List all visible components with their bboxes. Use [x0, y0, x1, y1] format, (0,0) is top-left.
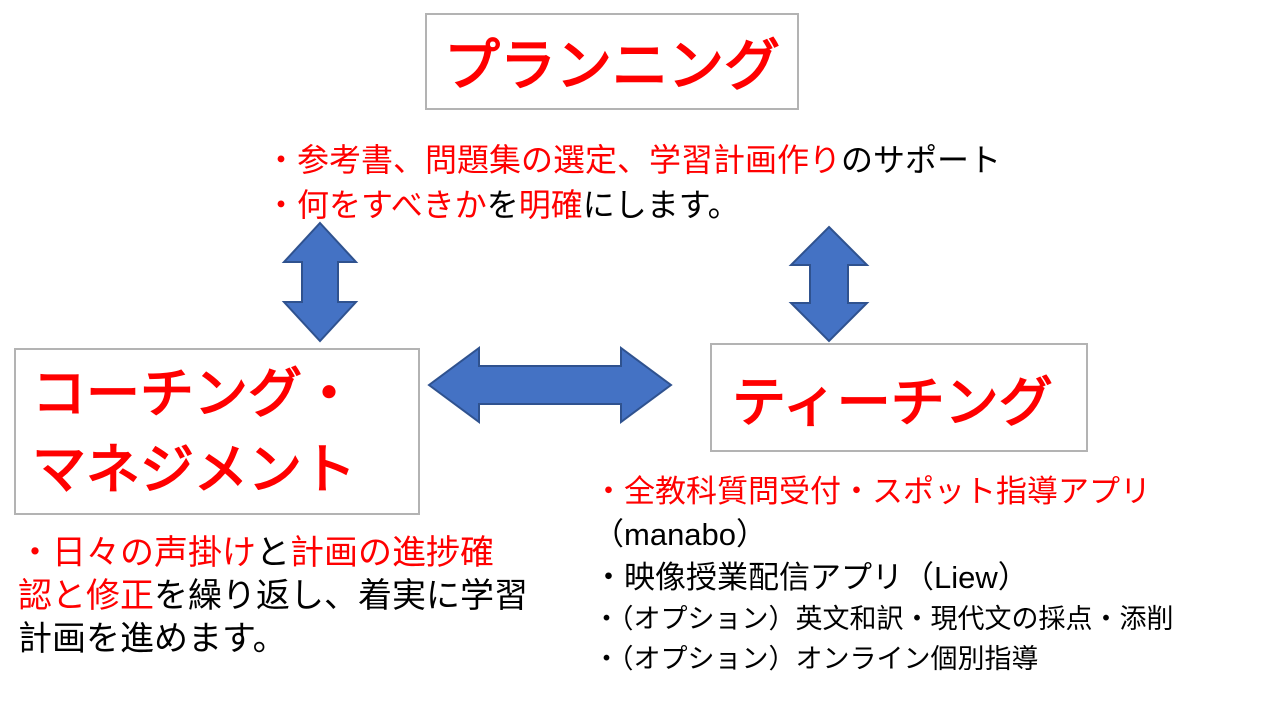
planning-description-line1: ・参考書、問題集の選定、学習計画作りのサポート	[265, 138, 1001, 183]
planning-desc-line2-red2: 明確	[518, 187, 583, 223]
coaching-desc-line2-black: を繰り返し、着実に学習	[154, 577, 528, 615]
planning-box-title: プランニング	[444, 34, 780, 97]
teaching-box: ティーチング	[710, 343, 1088, 452]
planning-box: プランニング	[425, 13, 799, 110]
coaching-desc-line3-black: 計画を進めます。	[18, 620, 287, 658]
teaching-description-line5: ・（オプション）オンライン個別指導	[593, 644, 1039, 674]
planning-description-line2: ・何をすべきかを明確にします。	[265, 183, 1001, 228]
coaching-description: ・日々の声掛けと計画の進捗確 認と修正を繰り返し、着実に学習 計画を進めます。	[18, 532, 528, 661]
coaching-description-line2: 認と修正を繰り返し、着実に学習	[18, 575, 528, 618]
planning-desc-line2-red1: ・何をすべきか	[265, 187, 487, 223]
coaching-description-line3: 計画を進めます。	[18, 618, 528, 661]
coaching-desc-line2-red: 認と修正	[18, 577, 154, 615]
planning-desc-line1-red: ・参考書、問題集の選定、学習計画作り	[265, 142, 842, 178]
coaching-box-title-line2: マネジメント	[32, 440, 356, 500]
planning-description: ・参考書、問題集の選定、学習計画作りのサポート ・何をすべきかを明確にします。	[265, 138, 1001, 228]
teaching-description-line3: ・映像授業配信アプリ（Liew）	[593, 560, 1029, 595]
double-arrow-vertical-left-icon	[281, 221, 359, 343]
coaching-desc-line1-black: と	[256, 534, 290, 572]
teaching-description-line4: ・（オプション）英文和訳・現代文の採点・添削	[593, 604, 1174, 634]
coaching-box-title-line1: コーチング・	[32, 364, 356, 424]
teaching-description-line2: （manabo）	[593, 517, 768, 552]
teaching-box-title: ティーチング	[732, 373, 1053, 433]
coaching-management-box: コーチング・ マネジメント	[14, 348, 420, 515]
coaching-desc-line1-red2: 計画の進捗確	[290, 534, 494, 572]
planning-desc-line2-black1: を	[486, 187, 519, 223]
coaching-desc-line1-red1: ・日々の声掛け	[18, 534, 256, 572]
coaching-description-line1: ・日々の声掛けと計画の進捗確	[18, 532, 528, 575]
double-arrow-horizontal-icon	[427, 346, 673, 424]
planning-desc-line2-black2: にします。	[582, 187, 740, 223]
double-arrow-vertical-right-icon	[788, 225, 870, 343]
teaching-description-line1: ・全教科質問受付・スポット指導アプリ	[593, 474, 1151, 509]
planning-desc-line1-black: のサポート	[841, 142, 1002, 178]
teaching-description: ・全教科質問受付・スポット指導アプリ （manabo） ・映像授業配信アプリ（L…	[593, 470, 1174, 679]
